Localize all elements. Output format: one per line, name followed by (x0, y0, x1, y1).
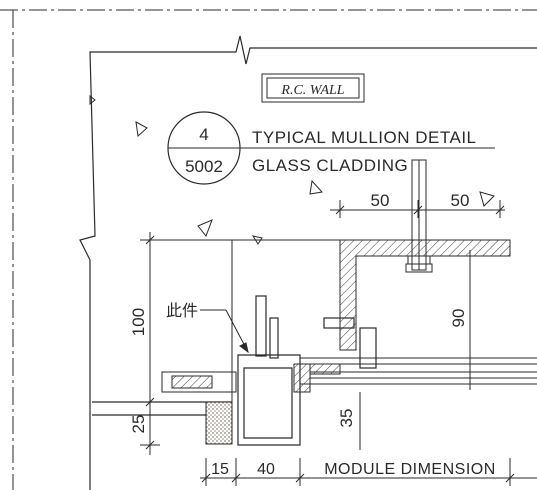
dim-90: 90 (449, 309, 468, 328)
steel-bracket (339, 239, 511, 351)
concrete-aggregate-marks (89, 94, 495, 245)
anchor-insert (161, 371, 237, 393)
backing-block (205, 401, 233, 445)
rc-wall-label: R.C. WALL (280, 83, 344, 98)
dim-top-right: 50 (451, 191, 470, 210)
gasket (293, 363, 341, 393)
callout-leader (200, 309, 249, 354)
bottom-dimension (200, 458, 537, 486)
top-dimension (330, 200, 505, 218)
dim-top-left: 50 (371, 191, 390, 210)
detail-title: TYPICAL MULLION DETAIL (252, 128, 477, 147)
rc-wall-outline (79, 35, 537, 490)
dim-module: MODULE DIMENSION (324, 461, 496, 478)
mullion-profile (237, 295, 377, 446)
detail-number: 4 (199, 125, 208, 144)
rc-wall-tag: R.C. WALL (261, 73, 365, 103)
dim-35: 35 (337, 409, 356, 428)
dim-100: 100 (129, 308, 148, 336)
dim-40: 40 (257, 461, 275, 478)
left-vertical-dimension (140, 232, 236, 455)
dim-15: 15 (211, 461, 229, 478)
detail-title-block: 4 5002 TYPICAL MULLION DETAIL GLASS CLAD… (167, 111, 495, 185)
sheet-number: 5002 (185, 157, 223, 176)
callout-label: 此件 (166, 301, 198, 320)
detail-subtitle: GLASS CLADDING (252, 156, 408, 175)
drawing-border (0, 9, 537, 490)
dim-25: 25 (129, 415, 148, 434)
